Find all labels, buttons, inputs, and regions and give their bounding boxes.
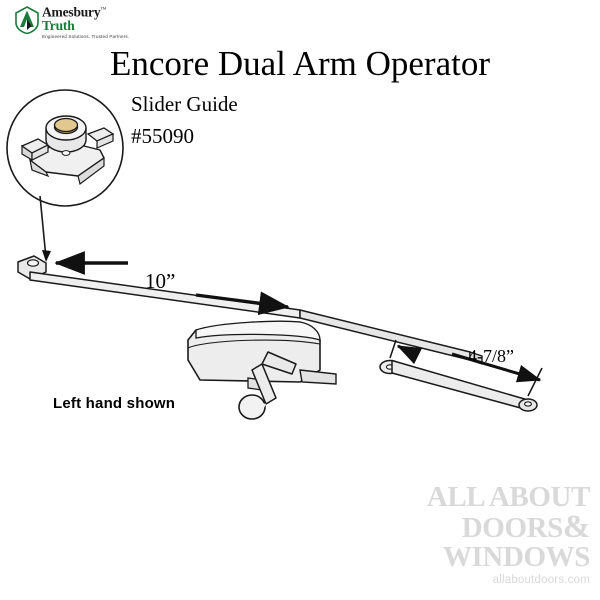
crank-handle	[238, 351, 297, 420]
operator-arm	[17, 255, 471, 361]
brand-wordmark: Amesbury™ Truth Engineered Solutions. Tr…	[42, 4, 142, 39]
slider-guide-detail-callout	[6, 89, 124, 207]
brand-trademark: ™	[100, 7, 107, 13]
brand-name-line2: Truth	[42, 17, 75, 33]
link-arm	[379, 359, 538, 412]
watermark-url: allaboutdoors.com	[492, 574, 590, 587]
watermark-line-1: ALL ABOUT	[426, 481, 591, 513]
page-title: Encore Dual Arm Operator	[110, 44, 490, 83]
detail-leader-arrow	[42, 250, 51, 262]
part-name: Slider Guide	[131, 92, 238, 116]
watermark: ALL ABOUT DOORS& WINDOWS allaboutdoors.c…	[378, 481, 591, 587]
dimension-arrow-right	[195, 291, 290, 316]
watermark-line-2: DOORS&	[461, 509, 591, 546]
brand-logo: Amesbury™ Truth Engineered Solutions. Tr…	[14, 4, 144, 42]
brand-tagline: Engineered Solutions. Trusted Partners.	[42, 34, 130, 39]
part-number: #55090	[131, 124, 194, 148]
detail-leader-line	[39, 195, 47, 259]
dimension-4-7-8	[389, 339, 543, 397]
watermark-ampersand: &	[562, 509, 590, 546]
dimension-label-arm: 10”	[145, 269, 176, 293]
amesbury-truth-logo-icon	[15, 6, 39, 34]
dimension-label-link: 4-7/8”	[468, 346, 514, 366]
brand-name-line1: Amesbury™	[42, 4, 107, 20]
watermark-line-3: WINDOWS	[442, 541, 590, 574]
handing-note: Left hand shown	[53, 395, 176, 412]
